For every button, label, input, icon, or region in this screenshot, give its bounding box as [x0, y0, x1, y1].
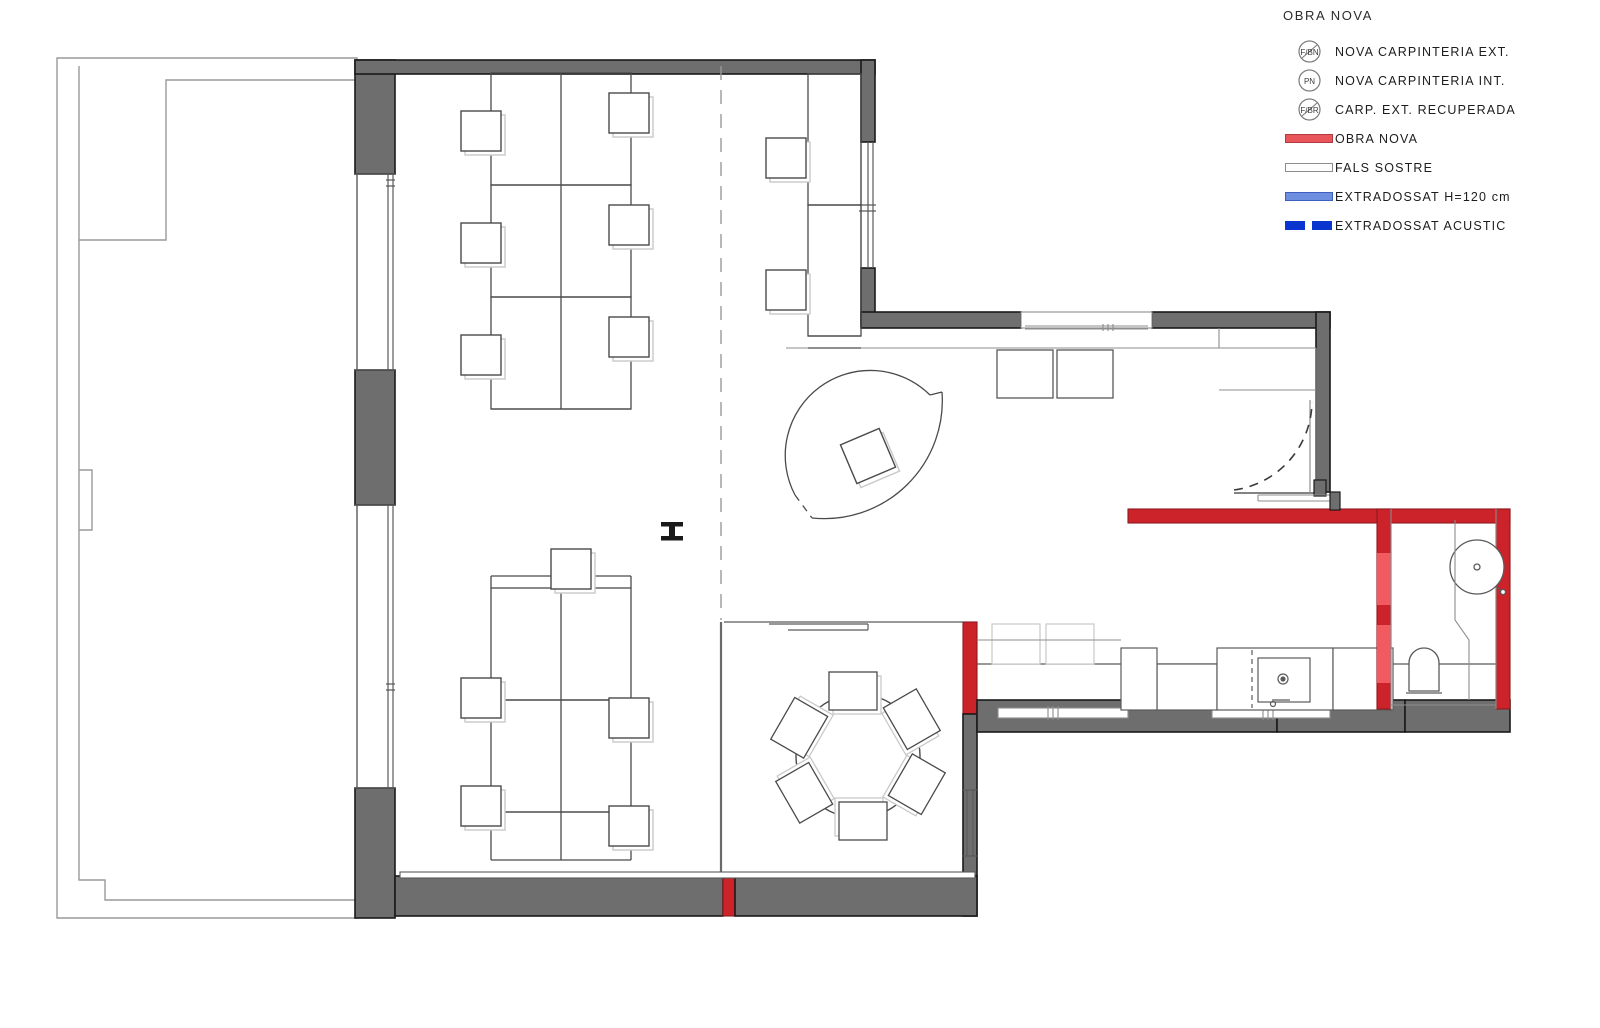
west-window-glazing: [355, 173, 395, 789]
kitchen-south-false-ceiling: [997, 706, 1331, 720]
svg-text:F/BN: F/BN: [1300, 48, 1318, 57]
carpentry-ext-reused-icon: F/BR: [1283, 97, 1335, 122]
swatch-extradossat-acustic: [1283, 221, 1335, 230]
legend-row-carp-ext-recuperada: F/BR CARP. EXT. RECUPERADA: [1283, 95, 1593, 124]
lounge-curved-sofa: [784, 369, 943, 520]
legend-label: OBRA NOVA: [1335, 131, 1419, 146]
svg-text:PN: PN: [1303, 77, 1314, 86]
legend-row-extradossat-acustic: EXTRADOSSAT ACUSTIC: [1283, 211, 1593, 240]
legend-row-extradossat-120: EXTRADOSSAT H=120 cm: [1283, 182, 1593, 211]
south-wall: [394, 871, 978, 917]
legend-panel: OBRA NOVA F/BN NOVA CARPINTERIA EXT. PN …: [1283, 8, 1593, 240]
swatch-extradossat-120: [1283, 192, 1335, 201]
carpentry-ext-new-icon: F/BN: [1283, 39, 1335, 64]
carpentry-int-new-icon: PN: [1283, 68, 1335, 93]
wc-partition-interior: [1454, 520, 1470, 700]
east-workstation-run: [807, 73, 862, 349]
north-corridor-lines: [786, 328, 1317, 492]
legend-row-nova-carpinteria-ext: F/BN NOVA CARPINTERIA EXT.: [1283, 37, 1593, 66]
kitchen-upper-cabinets: [991, 623, 1095, 665]
legend-label: EXTRADOSSAT ACUSTIC: [1335, 218, 1507, 233]
kitchen-counter-north: [996, 349, 1114, 399]
east-workstation-chairs: [765, 137, 811, 315]
west-wall: [354, 59, 396, 919]
door-north-east: [1233, 400, 1327, 497]
legend-label: EXTRADOSSAT H=120 cm: [1335, 189, 1511, 204]
svg-text:F/BR: F/BR: [1300, 106, 1318, 115]
wc-toilet: [1406, 647, 1442, 694]
legend-label: FALS SOSTRE: [1335, 160, 1434, 175]
exterior-terrace: [56, 57, 358, 919]
meeting-room-east-window: [963, 789, 977, 857]
steel-i-beam-column: [661, 522, 683, 541]
legend-label: NOVA CARPINTERIA EXT.: [1335, 44, 1510, 59]
wc-basin-circular: [1449, 539, 1507, 596]
swatch-fals-sostre: [1283, 163, 1335, 172]
legend-label: CARP. EXT. RECUPERADA: [1335, 102, 1516, 117]
wc-upper-connector: [1257, 491, 1341, 511]
open-office-north-chairs: [460, 92, 654, 380]
legend-title: OBRA NOVA: [1283, 8, 1374, 23]
lounge-chair: [839, 427, 901, 489]
north-corridor-false-ceiling: [1020, 311, 1153, 331]
legend-row-obra-nova: OBRA NOVA: [1283, 124, 1593, 153]
swatch-obra-nova: [1283, 134, 1335, 143]
legend-row-nova-carpinteria-int: PN NOVA CARPINTERIA INT.: [1283, 66, 1593, 95]
meeting-room-chairs: [769, 671, 947, 841]
wc-partition-thin: [1390, 509, 1497, 709]
kitchen-sink: [1257, 657, 1311, 708]
legend-label: NOVA CARPINTERIA INT.: [1335, 73, 1506, 88]
meeting-room-shelf: [769, 623, 869, 631]
legend-row-fals-sostre: FALS SOSTRE: [1283, 153, 1593, 182]
new-work-red-light-segments: [1377, 553, 1391, 683]
